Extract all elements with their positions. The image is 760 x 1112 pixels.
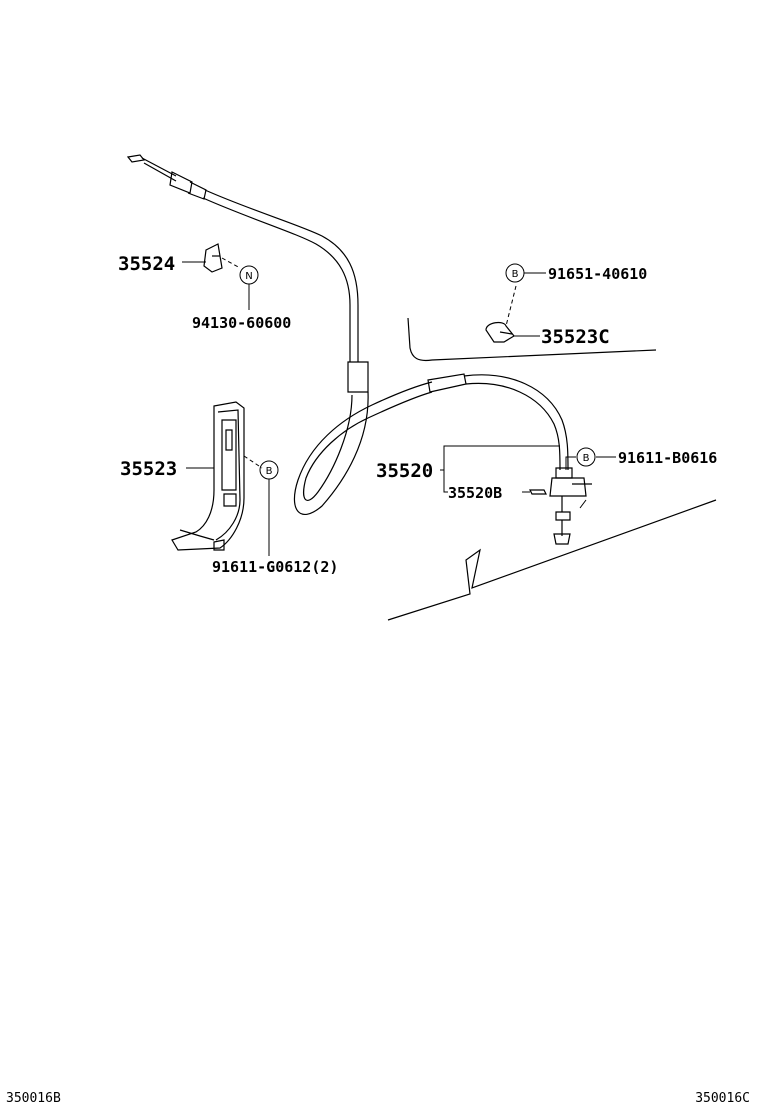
body-panel-outline xyxy=(387,317,717,621)
svg-text:B: B xyxy=(512,269,519,280)
footer-code-left: 350016B xyxy=(6,1091,61,1106)
label-91651-40610: 91651-40610 xyxy=(548,265,647,283)
footer-code-right: 350016C xyxy=(695,1091,750,1106)
label-35524: 35524 xyxy=(118,253,175,275)
label-91611-b0616: 91611-B0616 xyxy=(618,449,717,467)
svg-text:B: B xyxy=(266,466,273,477)
bracket-35523c xyxy=(485,285,540,343)
label-35523: 35523 xyxy=(120,458,177,480)
label-35523c: 35523C xyxy=(541,326,610,348)
cover-35523 xyxy=(171,401,263,551)
clip-35524 xyxy=(182,243,241,273)
marker-b-91651: B xyxy=(505,263,525,283)
label-35520b: 35520B xyxy=(448,484,502,502)
svg-text:B: B xyxy=(583,453,590,464)
label-94130-60600: 94130-60600 xyxy=(192,314,291,332)
label-91611-g0612: 91611-G0612(2) xyxy=(212,558,338,576)
leader-lines xyxy=(248,272,616,556)
marker-b-91611g: B xyxy=(259,460,279,480)
marker-b-91611b: B xyxy=(576,447,596,467)
cable-assembly xyxy=(126,154,592,545)
label-35520: 35520 xyxy=(376,460,433,482)
svg-text:N: N xyxy=(245,271,252,282)
marker-n-94130: N xyxy=(239,265,259,285)
